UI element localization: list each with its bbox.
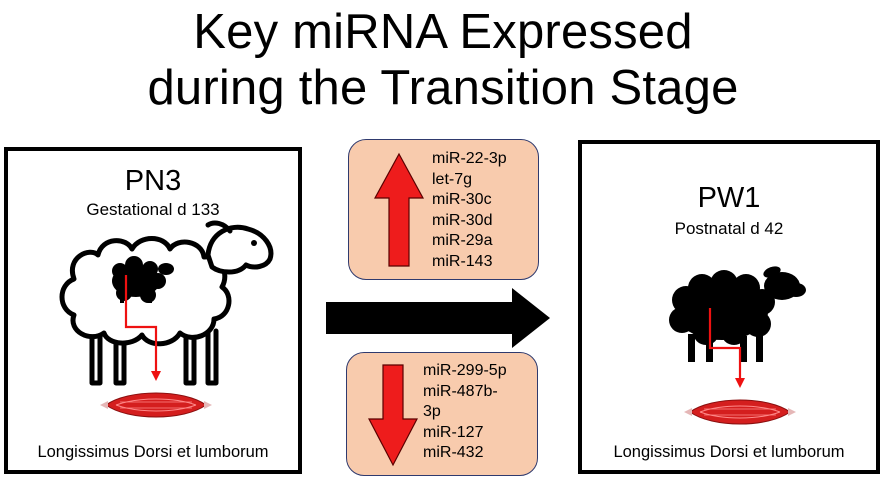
fetal-lamb-icon xyxy=(112,256,174,303)
downregulated-mirna: miR-299-5p xyxy=(423,362,507,379)
pn3-panel: PN3 Gestational d 133 xyxy=(4,147,302,474)
pw1-tissue-label: Longissimus Dorsi et lumborum xyxy=(613,443,845,461)
upregulated-mirna: miR-143 xyxy=(432,252,493,270)
upregulated-mirna-box: miR-22-3p let-7g miR-30c miR-30d miR-29a… xyxy=(348,139,539,280)
muscle-icon xyxy=(100,392,212,418)
title-line-1: Key miRNA Expressed xyxy=(193,5,693,59)
downregulated-list: miR-299-5p miR-487b- 3p miR-127 miR-432 xyxy=(423,361,507,464)
lamb-icon xyxy=(669,266,806,425)
up-arrow-icon xyxy=(373,152,425,267)
pw1-sublabel: Postnatal d 42 xyxy=(674,219,784,238)
downregulated-mirna: miR-127 xyxy=(423,423,484,441)
upregulated-list: miR-22-3p let-7g miR-30c miR-30d miR-29a… xyxy=(432,149,507,272)
upregulated-mirna: miR-30c xyxy=(432,191,492,208)
down-arrow-icon xyxy=(368,364,418,467)
pw1-label: PW1 xyxy=(697,182,761,214)
diagram-title: Key miRNA Expressed during the Transitio… xyxy=(0,4,886,116)
upregulated-mirna: miR-22-3p xyxy=(432,150,507,167)
pn3-sublabel: Gestational d 133 xyxy=(86,200,220,219)
upregulated-mirna: miR-30d xyxy=(432,211,493,229)
downregulated-mirna: miR-487b- xyxy=(423,382,498,400)
muscle-icon xyxy=(684,399,796,425)
pw1-panel: PW1 Postnatal d 42 xyxy=(578,140,880,474)
pn3-label: PN3 xyxy=(124,165,182,197)
downregulated-mirna: miR-432 xyxy=(423,444,484,461)
title-line-2: during the Transition Stage xyxy=(147,61,739,115)
pn3-tissue-label: Longissimus Dorsi et lumborum xyxy=(37,443,269,461)
downregulated-mirna: 3p xyxy=(423,403,441,420)
pregnant-sheep-icon xyxy=(59,220,274,418)
upregulated-mirna: miR-29a xyxy=(432,232,493,249)
upregulated-mirna: let-7g xyxy=(432,170,473,188)
downregulated-mirna-box: miR-299-5p miR-487b- 3p miR-127 miR-432 xyxy=(346,352,538,476)
